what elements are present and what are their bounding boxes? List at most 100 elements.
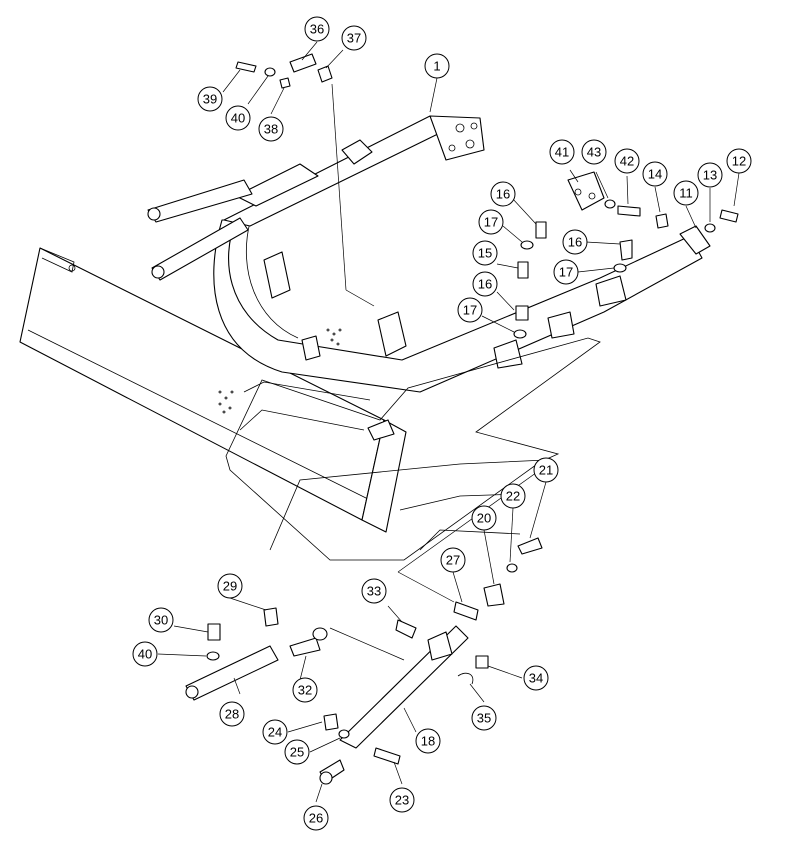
- callout-number: 14: [648, 167, 662, 182]
- callout-number: 33: [367, 584, 381, 599]
- callout-circle: [673, 180, 699, 206]
- callout-17c: 17: [457, 297, 483, 323]
- callout-18: 18: [415, 728, 441, 754]
- callout-32: 32: [292, 677, 318, 703]
- callout-20: 20: [471, 505, 497, 531]
- lift-cylinders: [147, 179, 253, 281]
- callout-circle: [415, 728, 441, 754]
- callout-number: 11: [679, 186, 693, 201]
- callout-circle: [132, 641, 158, 667]
- callout-circle: [284, 739, 310, 765]
- callout-39: 39: [197, 86, 223, 112]
- callout-12: 12: [726, 148, 752, 174]
- callout-circle: [642, 161, 668, 187]
- callout-38: 38: [258, 116, 284, 142]
- callout-34: 34: [523, 665, 549, 691]
- callout-number: 30: [154, 613, 168, 628]
- callout-number: 22: [506, 489, 520, 504]
- callout-number: 23: [395, 793, 409, 808]
- callout-42: 42: [614, 148, 640, 174]
- lower-assembly: [185, 607, 489, 785]
- callout-16c: 16: [472, 271, 498, 297]
- callout-number: 34: [529, 671, 543, 686]
- callout-35: 35: [471, 705, 497, 731]
- callout-circle: [217, 573, 243, 599]
- callout-28: 28: [219, 701, 245, 727]
- callout-11: 11: [673, 180, 699, 206]
- callout-number: 18: [421, 734, 435, 749]
- callout-circle: [581, 139, 607, 165]
- callout-circle: [219, 701, 245, 727]
- callout-40a: 40: [225, 105, 251, 131]
- callout-number: 40: [138, 647, 152, 662]
- callout-circle: [533, 457, 559, 483]
- callout-circle: [424, 53, 450, 79]
- callout-number: 25: [290, 745, 304, 760]
- callout-number: 37: [347, 31, 361, 46]
- callout-number: 29: [223, 579, 237, 594]
- callout-circle: [726, 148, 752, 174]
- callout-number: 12: [732, 154, 746, 169]
- callout-25: 25: [284, 739, 310, 765]
- callout-number: 17: [559, 265, 573, 280]
- callout-number: 16: [568, 235, 582, 250]
- callout-number: 32: [298, 683, 312, 698]
- callout-circle: [471, 505, 497, 531]
- callout-circle: [303, 805, 329, 831]
- callout-circle: [614, 148, 640, 174]
- callout-number: 28: [225, 707, 239, 722]
- callout-circle: [361, 578, 387, 604]
- callout-16b: 16: [562, 229, 588, 255]
- callout-circle: [440, 547, 466, 573]
- callout-number: 20: [477, 511, 491, 526]
- callout-number: 41: [555, 145, 569, 160]
- callout-circle: [697, 162, 723, 188]
- callout-circle: [197, 86, 223, 112]
- callout-circle: [292, 677, 318, 703]
- callout-circle: [562, 229, 588, 255]
- leader-lines: [157, 41, 740, 803]
- callout-number: 17: [484, 215, 498, 230]
- callout-26: 26: [303, 805, 329, 831]
- callout-17b: 17: [553, 259, 579, 285]
- callout-29: 29: [217, 573, 243, 599]
- callout-circle: [262, 719, 288, 745]
- callout-number: 26: [309, 811, 323, 826]
- dozer-blade: [19, 247, 407, 533]
- callout-circle: [304, 16, 330, 42]
- right-bracket: [567, 171, 711, 255]
- callout-circle: [553, 259, 579, 285]
- callout-22: 22: [500, 483, 526, 509]
- callout-17a: 17: [478, 209, 504, 235]
- callout-23: 23: [389, 787, 415, 813]
- callout-circle: [472, 271, 498, 297]
- callout-number: 42: [620, 154, 634, 169]
- callout-circle: [523, 665, 549, 691]
- callout-number: 17: [463, 303, 477, 318]
- callout-number: 1: [433, 59, 440, 74]
- callouts: 1 11 12 13 14 15 16 16 16 17 17 17 18 20…: [132, 16, 752, 831]
- callout-number: 16: [478, 277, 492, 292]
- callout-circle: [225, 105, 251, 131]
- callout-27: 27: [440, 547, 466, 573]
- callout-1: 1: [424, 53, 450, 79]
- callout-circle: [478, 209, 504, 235]
- callout-circle: [457, 297, 483, 323]
- frame-outline: [225, 337, 601, 561]
- callout-circle: [341, 25, 367, 51]
- callout-circle: [549, 139, 575, 165]
- callout-number: 35: [477, 711, 491, 726]
- hardware: [235, 53, 739, 621]
- callout-24: 24: [262, 719, 288, 745]
- callout-circle: [471, 705, 497, 731]
- callout-number: 21: [539, 463, 553, 478]
- callout-number: 38: [264, 122, 278, 137]
- callout-circle: [472, 240, 498, 266]
- callout-37: 37: [341, 25, 367, 51]
- callout-14: 14: [642, 161, 668, 187]
- callout-number: 13: [703, 168, 717, 183]
- callout-number: 36: [310, 22, 324, 37]
- callout-41: 41: [549, 139, 575, 165]
- callout-16a: 16: [490, 181, 516, 207]
